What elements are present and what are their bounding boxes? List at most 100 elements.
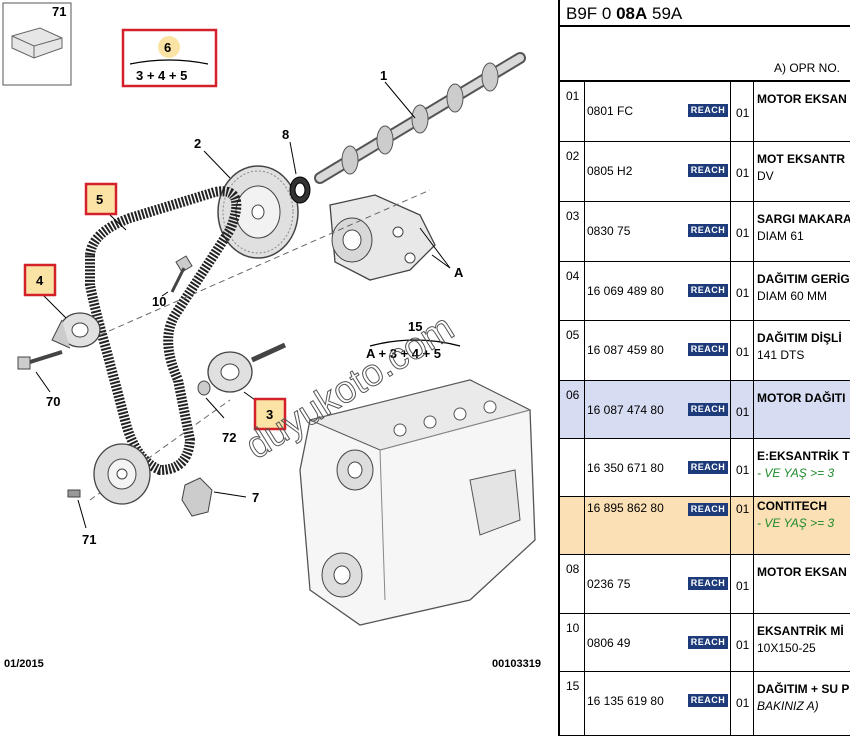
callout-6: 6	[164, 40, 171, 55]
quantity: 01	[730, 82, 754, 141]
part-reference[interactable]: 0830 75	[587, 224, 631, 238]
description-title: MOTOR DAĞITI	[757, 391, 846, 405]
part-reference[interactable]: 16 350 671 80	[587, 461, 664, 475]
reach-badge: REACH	[688, 636, 728, 649]
callout-70: 70	[46, 394, 60, 409]
reach-badge: REACH	[688, 284, 728, 297]
engine-reference: B9F 0 08A 59A	[560, 0, 850, 27]
part-reference[interactable]: 0801 FC	[587, 104, 634, 118]
part-reference[interactable]: 16 069 489 80	[587, 284, 664, 298]
camshaft-pulley[interactable]	[217, 165, 299, 259]
description-title: CONTITECH	[757, 499, 827, 513]
part-reference[interactable]: 16 135 619 80	[587, 694, 664, 708]
callout-15: 15	[408, 319, 422, 334]
position-number: 05	[560, 321, 585, 380]
callout-A: A	[454, 265, 464, 280]
description-detail: DV	[757, 169, 774, 183]
part-reference[interactable]: 16 895 862 80	[587, 501, 664, 515]
callout-3-box[interactable]	[253, 397, 287, 431]
position-number: 02	[560, 142, 585, 201]
callout-71: 71	[82, 532, 96, 547]
exploded-diagram: 71 6 3 + 4 + 5 1 2 8 A	[2, 2, 541, 670]
part-description: MOTOR EKSAN	[757, 91, 850, 108]
description-detail: - VE YAŞ >= 3	[757, 516, 835, 530]
reference-bold: 08A	[616, 4, 648, 23]
description-detail: BAKINIZ A)	[757, 699, 819, 713]
quantity: 01	[730, 497, 754, 554]
timing-belt[interactable]	[85, 186, 242, 476]
part-reference[interactable]: 16 087 459 80	[587, 343, 664, 357]
reach-badge: REACH	[688, 164, 728, 177]
position-number	[560, 497, 585, 554]
quantity: 01	[730, 381, 754, 438]
reach-badge: REACH	[688, 694, 728, 707]
description-title: MOTOR EKSAN	[757, 565, 847, 579]
callout-5-box[interactable]	[84, 182, 118, 216]
description-title: DAĞITIM + SU P	[757, 682, 850, 696]
quantity: 01	[730, 555, 754, 613]
diagram-date: 01/2015	[4, 658, 44, 670]
timing-belt-diagram: 71 6 3 + 4 + 5 1 2 8 A	[2, 2, 541, 670]
part-reference[interactable]: 0236 75	[587, 577, 631, 591]
bolt-70[interactable]	[17, 350, 63, 370]
description-detail: DIAM 61	[757, 229, 804, 243]
washer-72[interactable]	[197, 380, 211, 396]
callout-A-3-4-5: A + 3 + 4 + 5	[366, 346, 441, 361]
idler-pulley[interactable]	[207, 342, 287, 393]
description-title: E:EKSANTRİK T	[757, 449, 850, 463]
oil-seal[interactable]	[289, 176, 311, 204]
pin-71[interactable]	[67, 489, 81, 498]
callout-4: 4	[36, 273, 44, 288]
part-reference[interactable]: 16 087 474 80	[587, 403, 664, 417]
description-title: SARGI MAKARA	[757, 212, 850, 226]
reach-badge: REACH	[688, 224, 728, 237]
callout-8: 8	[282, 127, 289, 142]
belt-tensioner[interactable]	[51, 312, 101, 349]
belt-guide[interactable]	[181, 477, 213, 517]
kit-6-badge	[158, 36, 180, 58]
callout-10: 10	[152, 294, 166, 309]
description-detail: - VE YAŞ >= 3	[757, 466, 835, 480]
description-title: DAĞITIM GERİG	[757, 272, 850, 286]
quantity: 01	[730, 672, 754, 735]
reach-badge: REACH	[688, 403, 728, 416]
crankshaft-pulley[interactable]	[93, 443, 151, 505]
position-number: 15	[560, 672, 585, 735]
quantity: 01	[730, 321, 754, 380]
callout-7: 7	[252, 490, 259, 505]
position-number: 10	[560, 614, 585, 671]
part-reference[interactable]: 0805 H2	[587, 164, 633, 178]
camshaft[interactable]	[314, 52, 526, 184]
guide-part-icon	[11, 27, 63, 59]
callout-2: 2	[194, 136, 201, 151]
position-number: 06	[560, 381, 585, 438]
part-description: E:EKSANTRİK T - VE YAŞ >= 3	[757, 448, 850, 482]
reach-badge: REACH	[688, 461, 728, 474]
position-number: 03	[560, 202, 585, 261]
bolt-10[interactable]	[170, 255, 193, 293]
quantity: 01	[730, 439, 754, 496]
opr-label: A) OPR NO.	[774, 61, 841, 75]
reference-prefix: B9F 0	[566, 4, 617, 23]
callout-4-box[interactable]	[23, 263, 57, 297]
engine-block[interactable]	[299, 379, 536, 626]
callout-1: 1	[380, 68, 387, 83]
water-pump[interactable]	[329, 194, 436, 281]
part-reference[interactable]: 0806 49	[587, 636, 631, 650]
part-description: DAĞITIM + SU P BAKINIZ A)	[757, 681, 850, 715]
